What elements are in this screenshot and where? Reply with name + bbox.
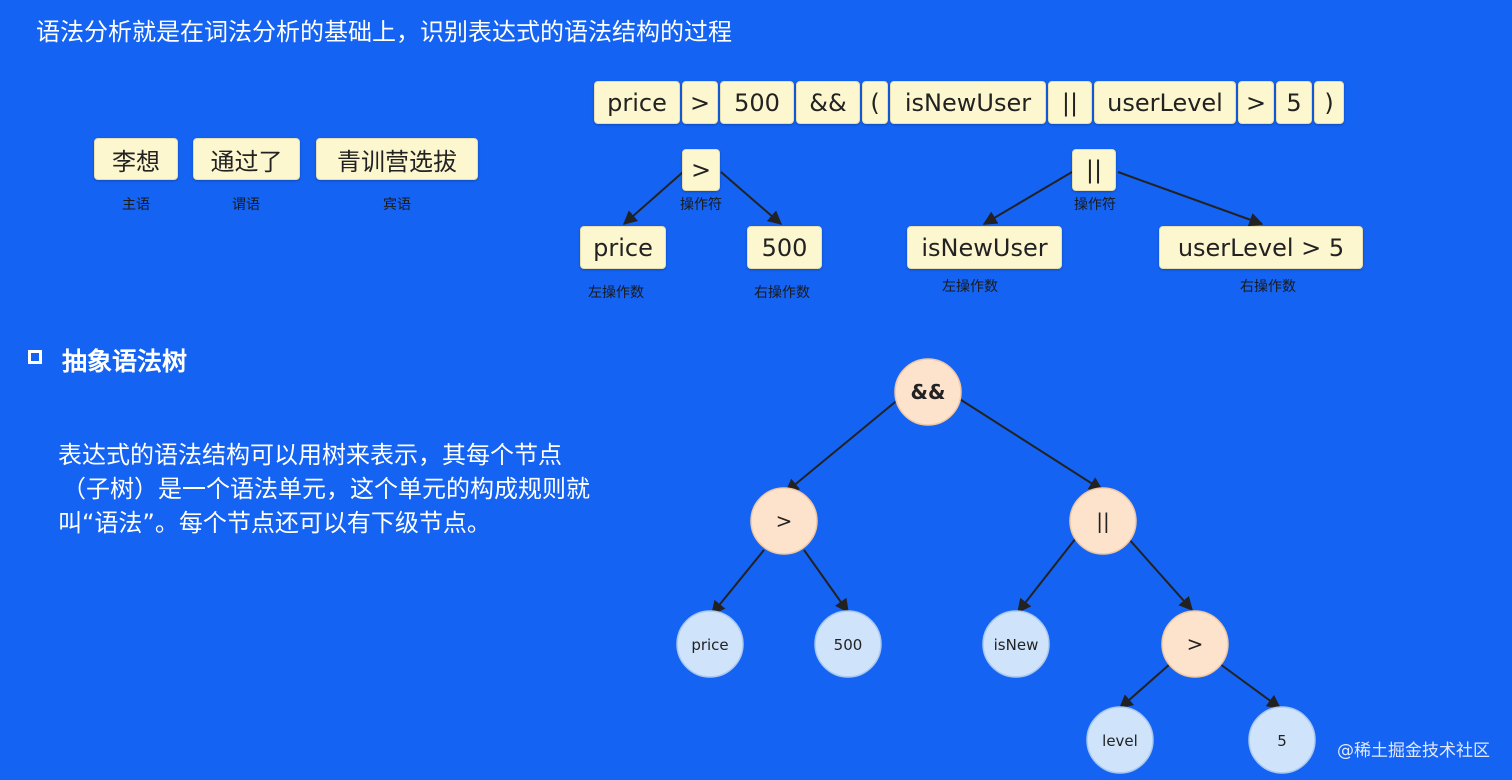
ast-node-label: && [911, 380, 946, 404]
page-title: 语法分析就是在词法分析的基础上，识别表达式的语法结构的过程 [36, 18, 732, 46]
ast-node-and: && [894, 358, 962, 426]
token-chip: ) [1314, 81, 1344, 124]
token-chip: price [594, 81, 680, 124]
paragraph-line: （子树）是一个语法单元，这个单元的构成规则就 [62, 475, 590, 503]
edge-line [1219, 663, 1282, 709]
operand-text: isNewUser [921, 233, 1048, 262]
token-text: || [1061, 88, 1079, 117]
sentence-subject-chip: 李想 [94, 138, 178, 180]
mini-right-op-label: 操作符 [1074, 197, 1116, 213]
mini-right-right-chip: userLevel > 5 [1159, 226, 1363, 269]
mini-left-left-chip: price [580, 226, 666, 269]
ast-node-level: level [1086, 706, 1154, 774]
ast-node-gt: > [750, 487, 818, 555]
token-chip: userLevel [1094, 81, 1236, 124]
subject-label: 主语 [122, 197, 150, 213]
mini-right-left-label: 左操作数 [942, 279, 998, 295]
edge-line [982, 171, 1073, 225]
ast-node-label: isNew [994, 636, 1039, 654]
token-text: 500 [734, 88, 780, 117]
token-chip: isNewUser [890, 81, 1046, 124]
mini-right-right-label: 右操作数 [1240, 279, 1296, 295]
edge-line [711, 549, 765, 616]
ast-node-5: 5 [1248, 706, 1316, 774]
ast-node-label: price [691, 636, 728, 654]
ast-node-label: 500 [834, 636, 863, 654]
ast-node-label: 5 [1277, 732, 1287, 750]
token-text: 5 [1286, 88, 1302, 117]
edge-line [1127, 537, 1193, 612]
mini-left-op-label: 操作符 [680, 197, 722, 213]
paragraph-line: 表达式的语法结构可以用树来表示，其每个节点 [58, 441, 562, 469]
ast-node-gt-2: > [1161, 610, 1229, 678]
token-chip: > [682, 81, 718, 124]
edge-line [622, 171, 684, 225]
section-title: 抽象语法树 [62, 347, 188, 376]
ast-node-price: price [676, 610, 744, 678]
object-label: 宾语 [383, 197, 411, 213]
token-text: ) [1324, 88, 1334, 117]
token-chip: 500 [720, 81, 794, 124]
token-text: isNewUser [904, 88, 1032, 117]
ast-node-500: 500 [814, 610, 882, 678]
mini-left-op-chip: > [682, 149, 720, 191]
ast-node-label: level [1102, 732, 1138, 750]
operand-text: price [593, 233, 653, 262]
mini-right-op-chip: || [1072, 149, 1116, 191]
ast-node-label: > [1187, 632, 1204, 656]
ast-node-isnew: isNew [982, 610, 1050, 678]
token-text: ( [870, 88, 880, 117]
predicate-label: 谓语 [232, 197, 260, 213]
edge-line [1118, 663, 1171, 709]
token-text: userLevel [1107, 88, 1223, 117]
ast-node-or: || [1069, 487, 1137, 555]
token-text: price [607, 88, 667, 117]
mini-left-right-chip: 500 [747, 226, 822, 269]
operand-text: 500 [761, 233, 808, 262]
token-text: > [1245, 88, 1267, 117]
edge-line [784, 397, 901, 493]
op-text: > [690, 156, 712, 184]
ast-node-label: > [776, 509, 793, 533]
edge-line [1117, 171, 1264, 227]
footer-watermark: @稀土掘金技术社区 [1337, 741, 1490, 761]
paragraph-line: 叫“语法”。每个节点还可以有下级节点。 [58, 509, 491, 537]
mini-left-left-label: 左操作数 [588, 285, 644, 301]
predicate-text: 通过了 [210, 147, 283, 176]
section-bullet-icon [28, 350, 42, 364]
mini-left-right-label: 右操作数 [754, 285, 810, 301]
op-text: || [1085, 156, 1103, 184]
operand-text: userLevel > 5 [1177, 233, 1345, 262]
sentence-predicate-chip: 通过了 [193, 138, 300, 180]
edge-line [1017, 537, 1077, 614]
edge-line [803, 549, 849, 614]
object-text: 青训营选拔 [337, 147, 457, 176]
token-chip: 5 [1276, 81, 1312, 124]
token-text: && [809, 88, 847, 117]
token-chip: > [1238, 81, 1274, 124]
edge-line [957, 397, 1104, 491]
mini-right-left-chip: isNewUser [907, 226, 1062, 269]
subject-text: 李想 [112, 147, 160, 176]
ast-node-label: || [1096, 509, 1109, 533]
token-chip: && [796, 81, 860, 124]
token-chip: ( [862, 81, 888, 124]
section-paragraph: 表达式的语法结构可以用树来表示，其每个节点 （子树）是一个语法单元，这个单元的构… [58, 438, 668, 540]
edge-line [720, 171, 783, 225]
sentence-object-chip: 青训营选拔 [316, 138, 478, 180]
token-text: > [689, 88, 711, 117]
token-chip: || [1048, 81, 1092, 124]
